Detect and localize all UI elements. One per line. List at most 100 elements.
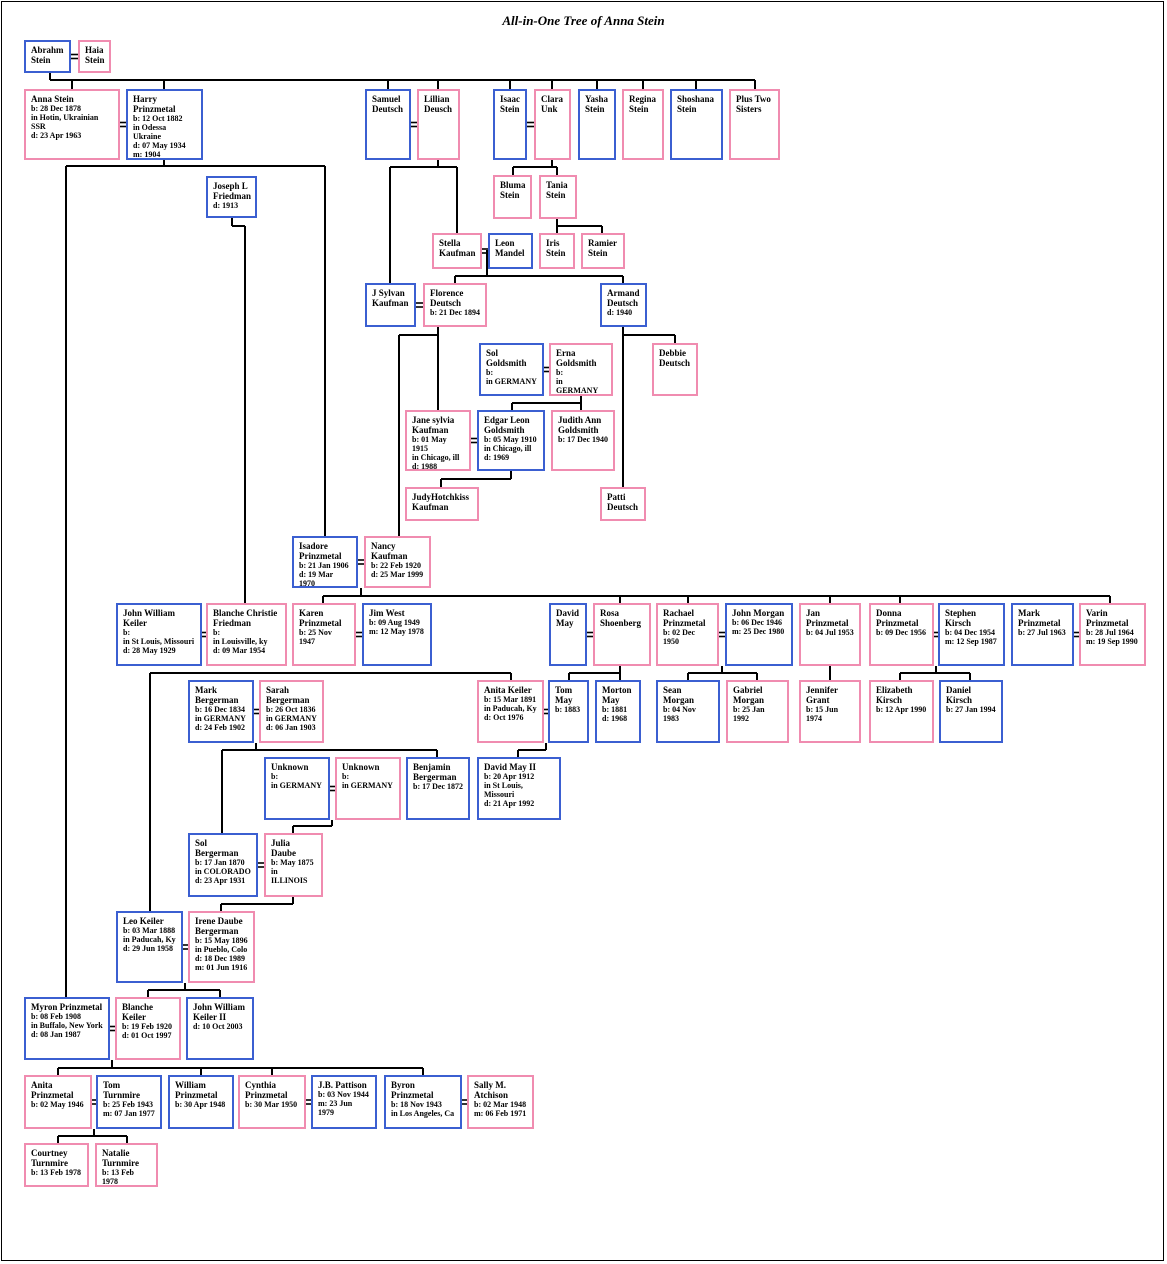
person-box[interactable]: Regina Stein [622,89,664,160]
person-detail: in Chicago, ill [412,453,460,462]
person-detail: in Paducah, Ky [484,704,537,713]
person-box[interactable]: Yasha Stein [578,89,616,160]
person-name: Unknown [342,762,380,772]
person-box[interactable]: Leon Mandel [488,233,533,269]
person-name: Isadore Prinzmetal [299,541,342,561]
person-box[interactable]: J Sylvan Kaufman [365,283,416,327]
person-box[interactable]: Isaac Stein [493,89,527,160]
person-box[interactable]: Clara Unk [534,89,571,160]
person-detail: b: 03 Mar 1888 [123,926,176,935]
person-detail: b: 25 Jan 1992 [733,705,765,723]
person-box[interactable]: Shoshana Stein [670,89,723,160]
person-box[interactable]: Stella Kaufman [432,233,482,269]
person-detail: in Odessa Ukraine [133,123,167,141]
person-box[interactable]: Samuel Deutsch [365,89,411,160]
person-name: Myron Prinzmetal [31,1002,103,1012]
person-name: Mark Bergerman [195,685,239,705]
person-box[interactable]: Iris Stein [539,233,575,269]
person-detail: m: 12 Sep 1987 [945,637,997,646]
person-name: Harry Prinzmetal [133,94,176,114]
person-detail: b: 05 May 1910 [484,435,537,444]
person-box[interactable]: Bluma Stein [493,175,532,219]
person-detail: in COLORADO [195,867,251,876]
person-name: David May II [484,762,537,772]
person-name: Julia Daube [271,838,297,858]
person-box[interactable]: Tania Stein [539,175,577,219]
person-detail: d: 1969 [484,453,510,462]
person-detail: b: 09 Aug 1949 [369,618,420,627]
person-box[interactable]: Lillian Deusch [417,89,460,160]
person-box[interactable]: Debbie Deutsch [652,343,698,396]
person-box[interactable]: David May [549,603,587,666]
person-box[interactable]: Patti Deutsch [600,487,646,521]
person-box[interactable]: Ramier Stein [581,233,625,269]
person-box[interactable]: Rosa Shoenberg [593,603,651,666]
person-box[interactable]: JudyHotchkiss Kaufman [405,487,479,521]
person-box[interactable]: Plus Two Sisters [729,89,780,160]
person-box[interactable]: Abrahm Stein [24,40,71,73]
person-detail: b: 13 Feb 1978 [102,1168,134,1186]
person-name: Bluma Stein [500,180,526,200]
person-name: John Morgan [732,608,785,618]
person-box[interactable]: Haia Stein [78,40,111,73]
person-detail: b: 30 Mar 1950 [245,1100,298,1109]
person-name: Haia Stein [85,45,105,65]
person-detail: d: 18 Dec 1989 [195,954,245,963]
person-name: Blanche Christie Friedman [213,608,278,628]
person-detail: b: 17 Jan 1870 [195,858,245,867]
